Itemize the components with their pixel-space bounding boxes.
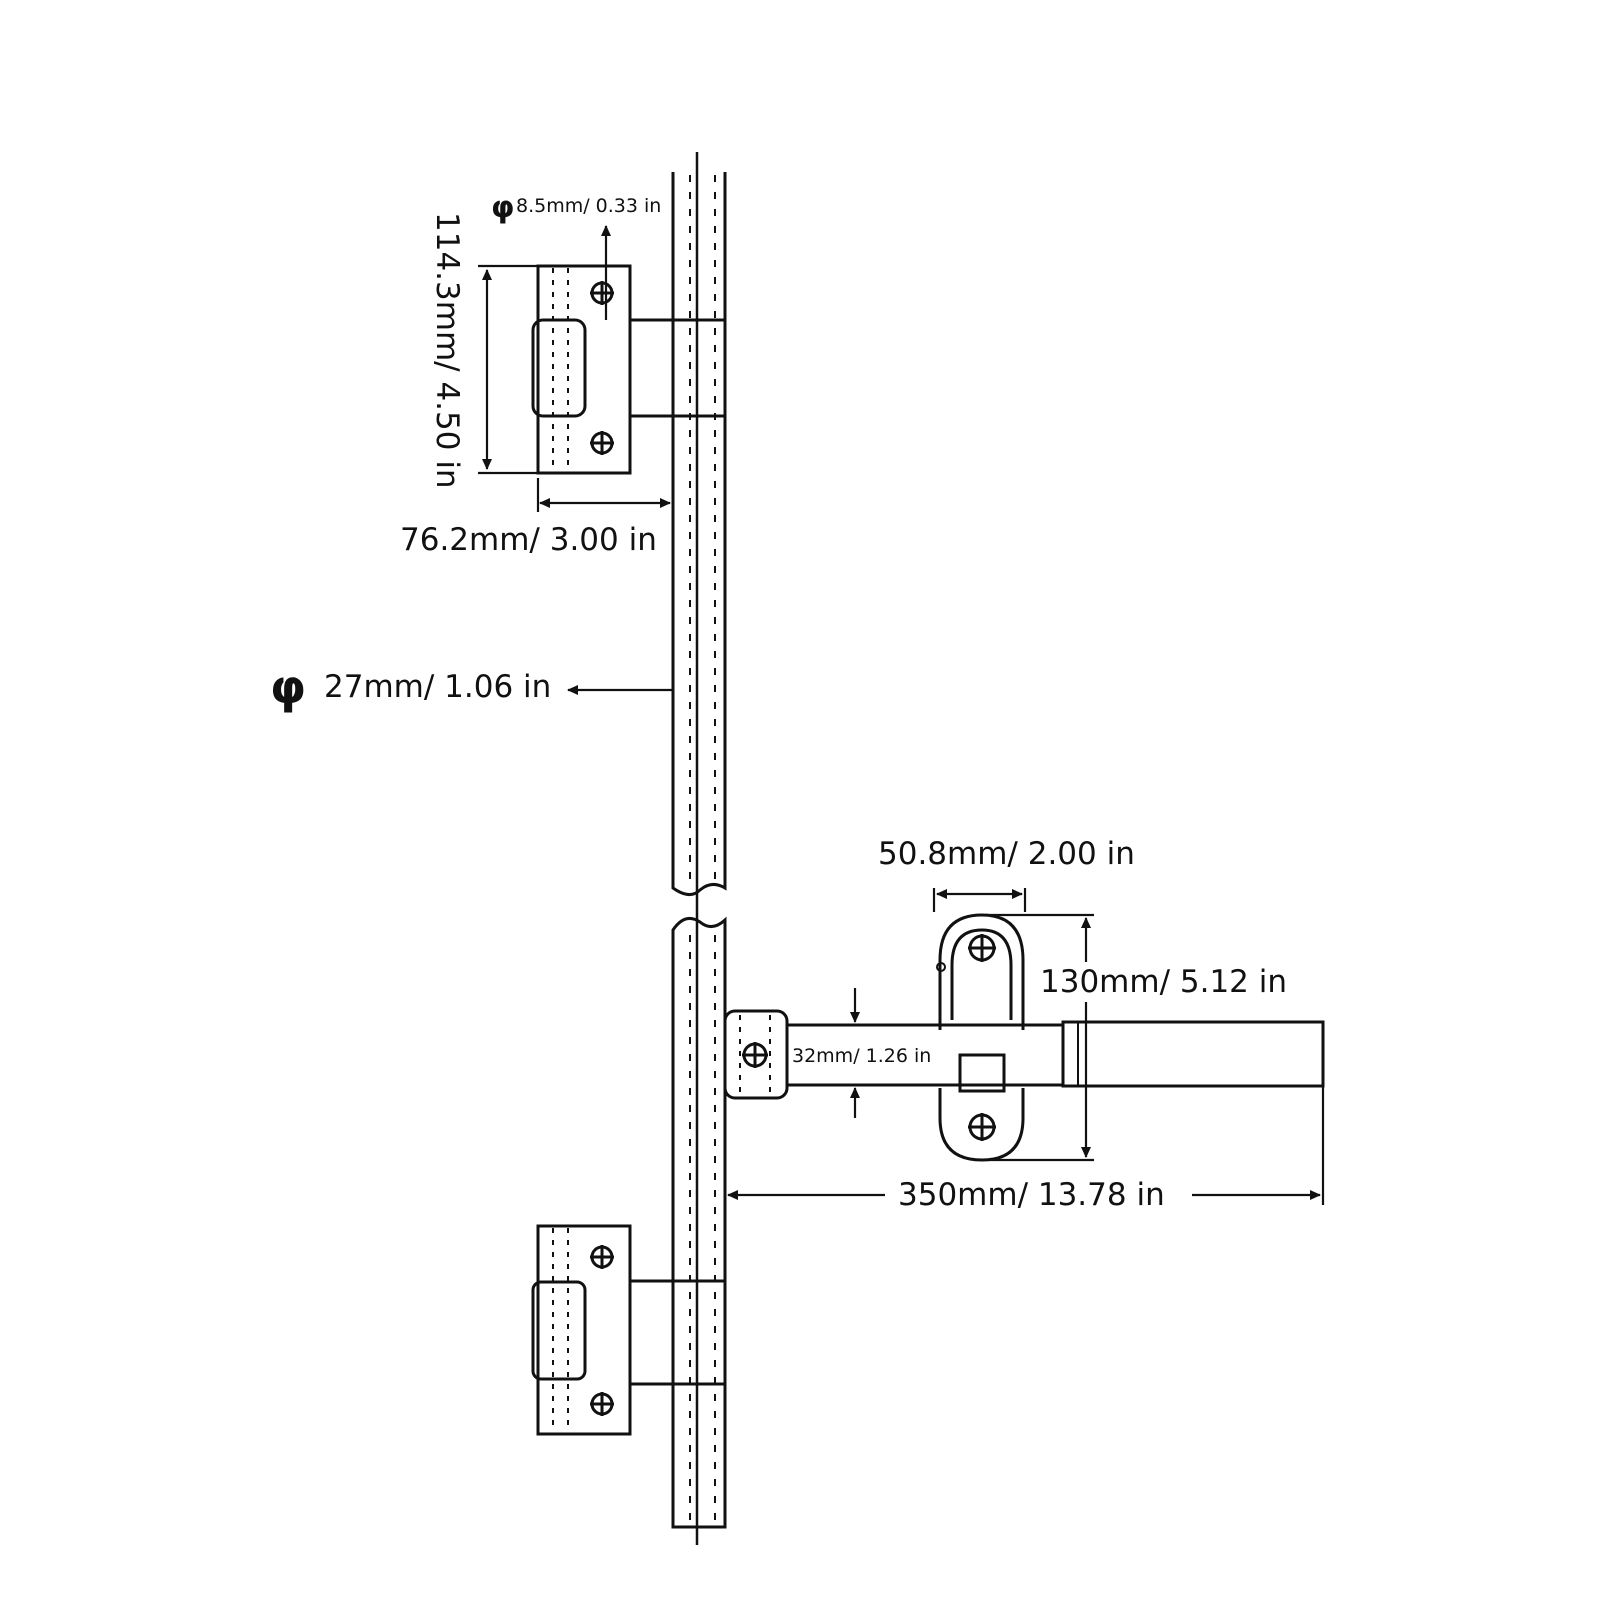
standoff-label: 76.2mm/ 3.00 in (400, 522, 657, 558)
bottom-wall-bracket (531, 1224, 725, 1436)
arm-length-label: 350mm/ 13.78 in (898, 1177, 1165, 1213)
vertical-rod (671, 152, 727, 1545)
diameter-symbol: φ (491, 190, 514, 225)
top-wall-bracket (531, 264, 725, 475)
screw-icon (590, 1392, 614, 1416)
arm-height-label: 32mm/ 1.26 in (792, 1045, 931, 1067)
rod-diameter-label: 27mm/ 1.06 in (324, 669, 551, 705)
bolt-icon (968, 934, 996, 962)
swivel-height-label: 130mm/ 5.12 in (1040, 964, 1287, 1000)
screw-icon (590, 281, 614, 305)
swivel-width-label: 50.8mm/ 2.00 in (878, 836, 1135, 872)
bolt-hole-label: 8.5mm/ 0.33 in (516, 195, 661, 217)
swivel-clamp (936, 913, 1025, 1162)
screw-icon (742, 1042, 768, 1068)
bolt-icon (968, 1113, 996, 1141)
screw-icon (590, 1245, 614, 1269)
plate-height-label: 114.3mm/ 4.50 in (429, 212, 465, 489)
screw-icon (590, 431, 614, 455)
diameter-symbol: φ (270, 660, 306, 714)
dimension-lines (478, 225, 1325, 1205)
